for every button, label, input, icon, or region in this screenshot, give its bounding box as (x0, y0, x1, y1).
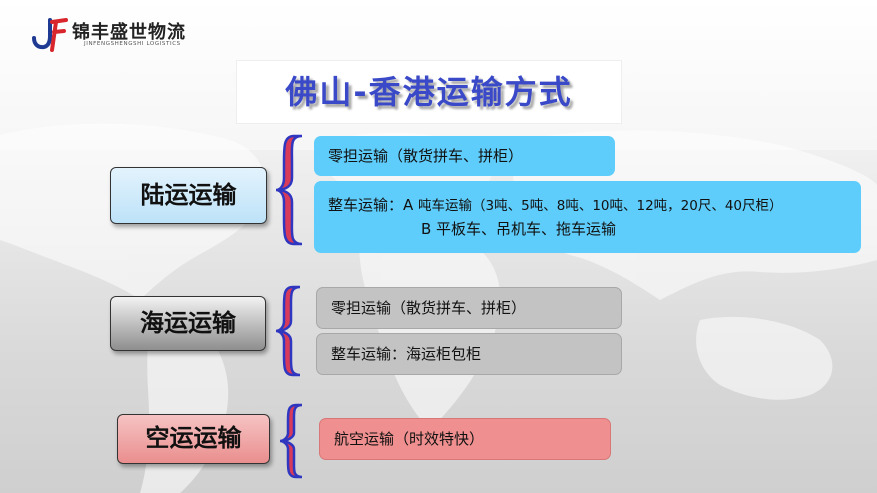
title-box: 佛山-香港运输方式 (236, 60, 622, 124)
land-full-load-a: 吨车运输（3吨、5吨、8吨、10吨、12吨，20尺、40尺柜） (418, 198, 783, 214)
land-less-than-load-option: 零担运输（散货拼车、拼柜） (314, 136, 615, 176)
land-full-load-b: B 平板车、吊机车、拖车运输 (421, 220, 617, 238)
logo-name-en: JINFENGSHENGSHI LOGISTICS (84, 41, 181, 47)
sea-full-load-option: 整车运输：海运柜包柜 (316, 333, 622, 375)
land-full-load-line-a: 整车运输：A 吨车运输（3吨、5吨、8吨、10吨、12吨，20尺、40尺柜） (328, 193, 861, 217)
company-logo: 锦丰盛世物流 JINFENGSHENGSHI LOGISTICS (28, 14, 228, 54)
logo-name-cn: 锦丰盛世物流 (72, 22, 186, 43)
page-title: 佛山-香港运输方式 (285, 73, 573, 111)
land-full-load-option: 整车运输：A 吨车运输（3吨、5吨、8吨、10吨、12吨，20尺、40尺柜） B… (314, 181, 861, 253)
category-land: 陆运运输 (110, 167, 267, 224)
jf-logo-icon (32, 18, 68, 52)
air-option: 航空运输（时效特快） (319, 418, 611, 460)
brace-air (279, 403, 303, 479)
brace-sea (275, 285, 301, 377)
brace-land (275, 134, 303, 246)
category-sea: 海运运输 (110, 296, 266, 351)
land-full-load-prefix: 整车运输：A (328, 196, 414, 214)
sea-less-than-load-option: 零担运输（散货拼车、拼柜） (316, 287, 622, 329)
category-air: 空运运输 (117, 414, 270, 464)
